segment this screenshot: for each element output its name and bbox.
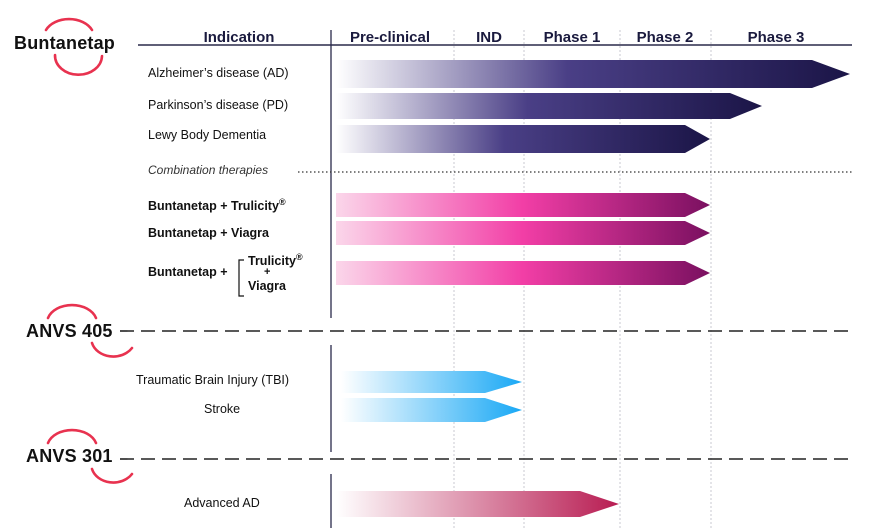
- indication-pd: Parkinson’s disease (PD): [148, 98, 289, 112]
- bar-advanced-ad: [336, 491, 619, 517]
- anvs405-arc-bottom: [90, 341, 134, 358]
- bar-triple: [336, 261, 710, 285]
- anvs301-arc-bottom: [90, 467, 134, 484]
- indication-triple-prefix: Buntanetap +: [148, 265, 228, 279]
- triple-trulicity-text: Trulicity: [248, 254, 296, 269]
- anvs301-arc-top: [46, 428, 98, 445]
- registered-mark-2: ®: [295, 252, 303, 262]
- indication-triple-plus: +: [264, 266, 271, 278]
- indication-stroke: Stroke: [204, 402, 241, 416]
- bar-tbi: [341, 371, 522, 393]
- indication-advanced-ad: Advanced AD: [184, 496, 260, 510]
- indication-trulicity-combo: Buntanetap + Trulicity®: [148, 197, 286, 213]
- indication-ad: Alzheimer’s disease (AD): [148, 66, 289, 80]
- indication-triple-trulicity: Trulicity®: [248, 252, 303, 268]
- registered-mark: ®: [278, 197, 286, 207]
- triple-bracket: [238, 259, 244, 297]
- indication-viagra-combo: Buntanetap + Viagra: [148, 226, 269, 240]
- indication-lbd: Lewy Body Dementia: [148, 128, 267, 142]
- logo-arcs: [44, 17, 134, 484]
- header-indication: Indication: [203, 29, 275, 46]
- product-anvs405: ANVS 405: [26, 321, 113, 341]
- indication-tbi: Traumatic Brain Injury (TBI): [136, 373, 290, 387]
- indication-triple-viagra: Viagra: [248, 279, 286, 293]
- bar-stroke: [341, 398, 522, 422]
- header-phase1: Phase 1: [543, 29, 601, 46]
- header-ind: IND: [476, 29, 502, 46]
- bar-ad: [336, 60, 850, 88]
- bar-trulicity: [336, 193, 710, 217]
- product-anvs301: ANVS 301: [26, 446, 113, 466]
- bar-lbd: [336, 125, 710, 153]
- trulicity-combo-text: Buntanetap + Trulicity: [148, 199, 279, 214]
- header-preclinical: Pre-clinical: [349, 29, 431, 46]
- pipeline-bars: [336, 60, 850, 517]
- buntanetap-arc-top: [44, 17, 94, 32]
- combination-label: Combination therapies: [148, 163, 269, 177]
- bar-pd: [336, 93, 762, 119]
- header-phase3: Phase 3: [747, 29, 805, 46]
- buntanetap-arc-bottom: [53, 53, 104, 77]
- anvs405-arc-top: [46, 303, 98, 320]
- header-phase2: Phase 2: [636, 29, 694, 46]
- product-buntanetap: Buntanetap: [14, 33, 115, 53]
- bar-viagra: [336, 221, 710, 245]
